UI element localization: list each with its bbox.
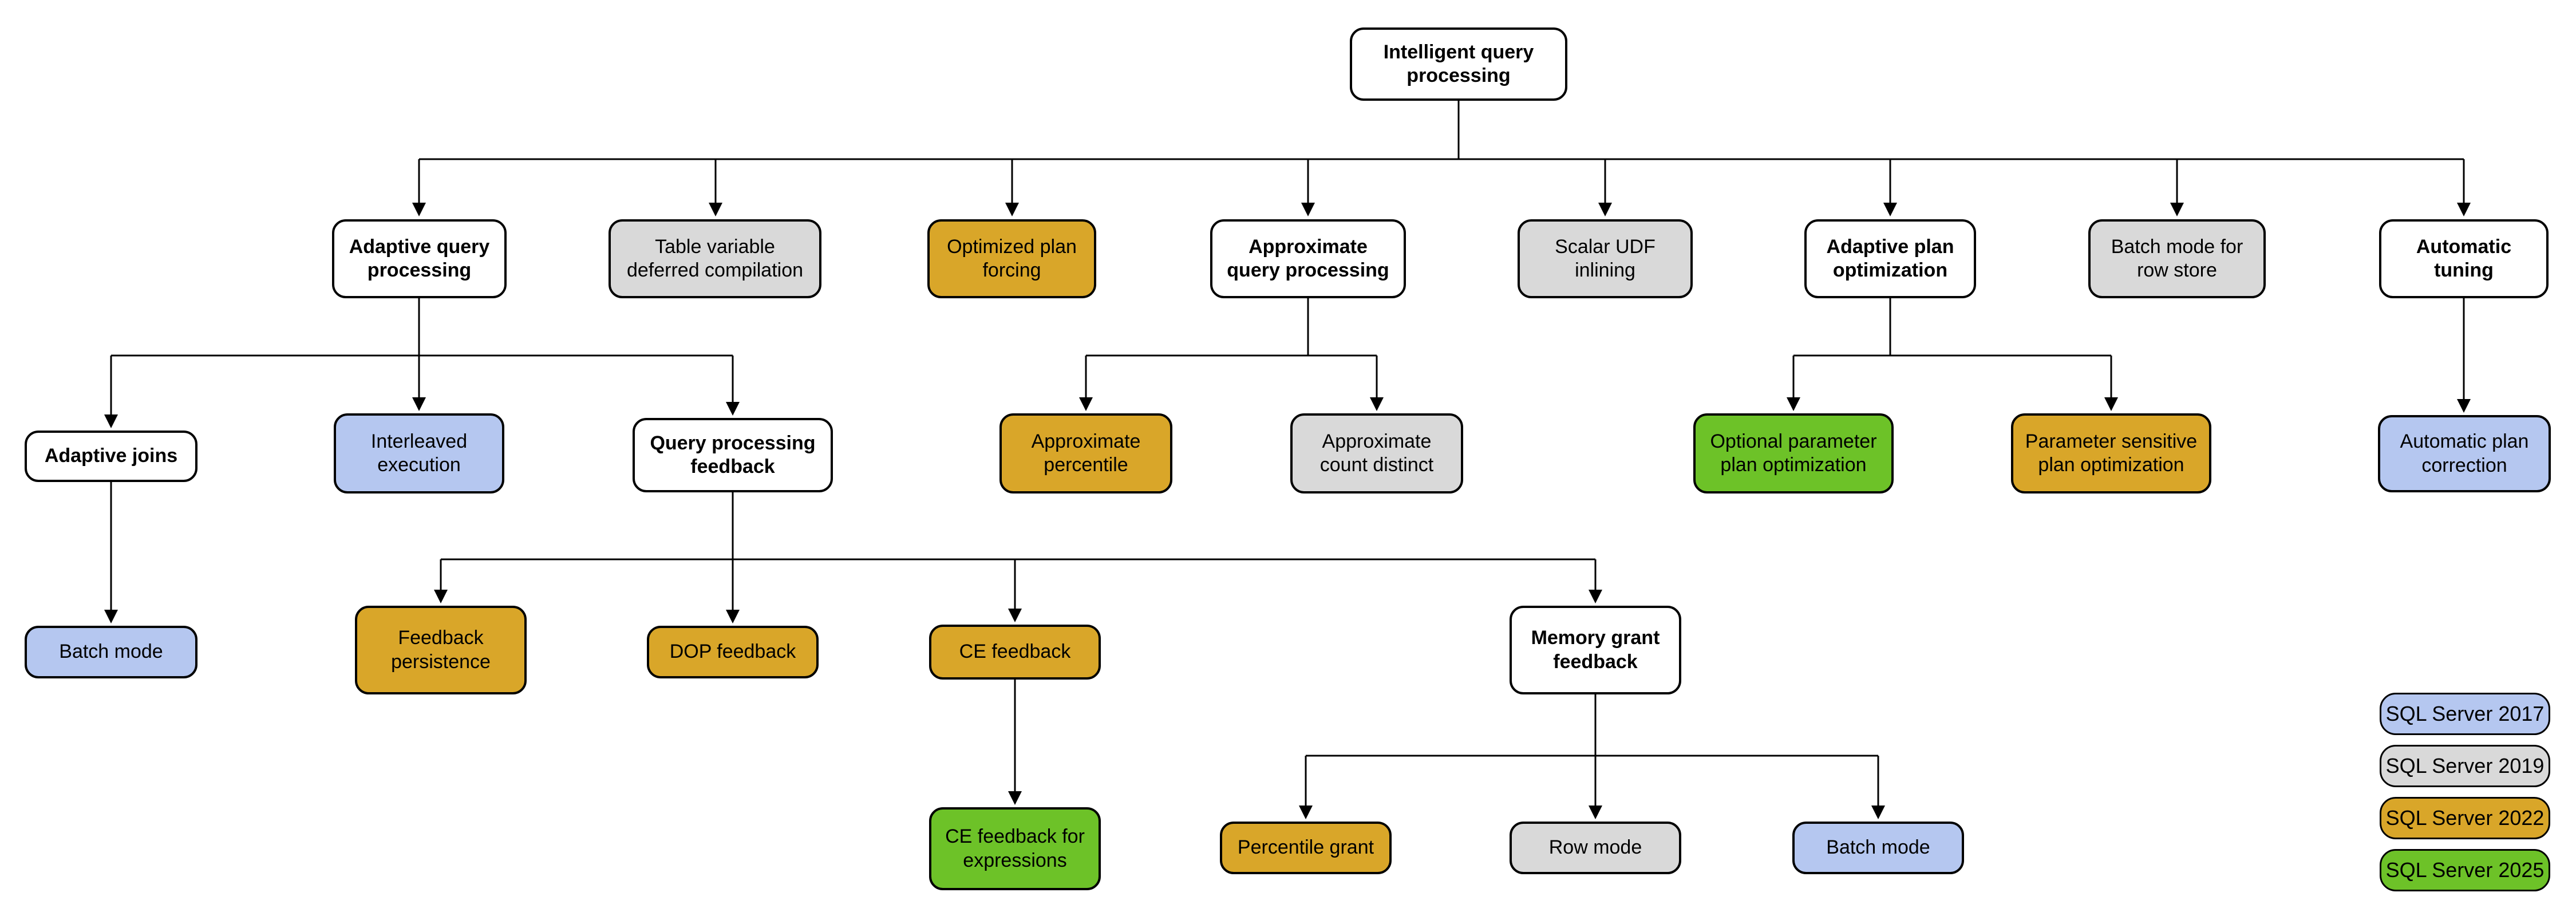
node-parameter-sensitive-plan-optimization: Parameter sensitive plan optimization (2011, 413, 2211, 493)
node-adaptive-plan-optimization: Adaptive plan optimization (1804, 219, 1976, 298)
node-batch-mode-adaptive-joins: Batch mode (25, 626, 197, 678)
node-batch-mode-memory-grant: Batch mode (1792, 822, 1964, 874)
node-optimized-plan-forcing: Optimized plan forcing (927, 219, 1096, 298)
node-approximate-count-distinct: Approximate count distinct (1290, 413, 1463, 493)
node-dop-feedback: DOP feedback (647, 626, 819, 678)
node-approximate-percentile: Approximate percentile (999, 413, 1172, 493)
legend-sql-server-2025: SQL Server 2025 (2380, 849, 2550, 891)
node-batch-mode-for-row-store: Batch mode for row store (2088, 219, 2266, 298)
node-scalar-udf-inlining: Scalar UDF inlining (1518, 219, 1693, 298)
node-automatic-plan-correction: Automatic plan correction (2378, 415, 2551, 492)
legend-sql-server-2019: SQL Server 2019 (2380, 745, 2550, 787)
node-optional-parameter-plan-optimization: Optional parameter plan optimization (1693, 413, 1894, 493)
node-percentile-grant: Percentile grant (1220, 822, 1392, 874)
node-adaptive-query-processing: Adaptive query processing (332, 219, 507, 298)
legend-sql-server-2022: SQL Server 2022 (2380, 797, 2550, 839)
node-query-processing-feedback: Query processing feedback (633, 418, 833, 492)
node-row-mode: Row mode (1510, 822, 1681, 874)
node-memory-grant-feedback: Memory grant feedback (1510, 606, 1681, 694)
node-table-variable-deferred-compilation: Table variable deferred compilation (609, 219, 821, 298)
node-ce-feedback-for-expressions: CE feedback for expressions (929, 807, 1101, 890)
legend-sql-server-2017: SQL Server 2017 (2380, 693, 2550, 735)
node-automatic-tuning: Automatic tuning (2379, 219, 2549, 298)
node-interleaved-execution: Interleaved execution (334, 413, 504, 493)
node-adaptive-joins: Adaptive joins (25, 431, 197, 482)
node-intelligent-query-processing: Intelligent query processing (1350, 27, 1567, 101)
node-feedback-persistence: Feedback persistence (355, 606, 527, 694)
node-approximate-query-processing: Approximate query processing (1210, 219, 1406, 298)
node-ce-feedback: CE feedback (929, 625, 1101, 680)
